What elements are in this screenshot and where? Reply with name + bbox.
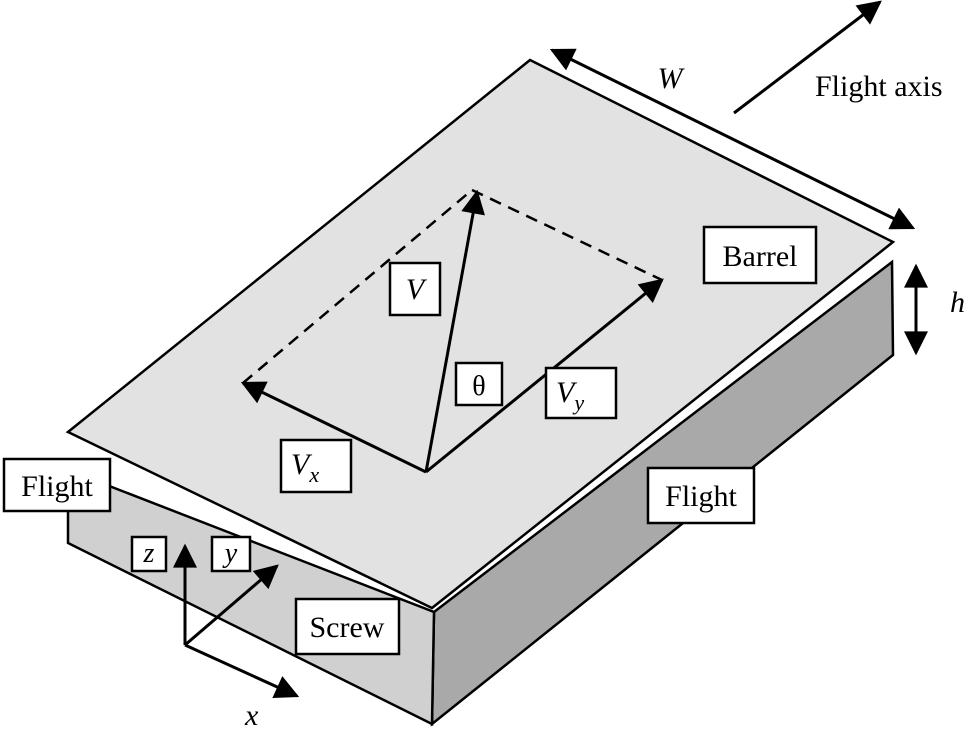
flight-right-label-box: Flight: [646, 466, 756, 525]
velocity-dashed-right: [471, 188, 663, 282]
velocity-x-label: Vx: [291, 448, 319, 487]
angle-label: θ: [472, 371, 485, 402]
axis-x-label: x: [244, 699, 259, 732]
velocity-x-label-box: Vx: [279, 438, 353, 494]
screw-label: Screw: [310, 611, 385, 644]
velocity-vector-v: [424, 189, 485, 473]
velocity-y-label: Vy: [556, 376, 584, 415]
screw-label-box: Screw: [294, 597, 401, 656]
velocity-y-subscript: y: [572, 390, 584, 415]
barrel-label-box: Barrel: [702, 225, 818, 285]
velocity-y-label-box: Vy: [544, 366, 618, 420]
channel-front-face: [66, 468, 436, 726]
axis-y-label-box: y: [210, 535, 252, 573]
height-label: h: [950, 286, 965, 319]
width-dimension-arrow: [549, 48, 916, 230]
axis-y-arrow: [184, 564, 279, 647]
angle-label-box: θ: [454, 361, 504, 407]
axis-z-label: z: [143, 538, 155, 569]
barrel-label: Barrel: [723, 240, 798, 273]
flight-left-label-box: Flight: [2, 457, 112, 513]
velocity-vector-vx: [240, 381, 427, 474]
velocity-x-subscript: x: [308, 462, 319, 487]
flight-axis-arrow: [733, 0, 882, 115]
flight-right-label: Flight: [665, 480, 737, 513]
axis-z-label-box: z: [130, 535, 168, 573]
width-label: W: [658, 62, 686, 95]
axis-x-arrow: [184, 643, 300, 698]
velocity-label-box: V: [388, 261, 442, 317]
axis-y-label: y: [222, 538, 238, 569]
flight-left-label: Flight: [21, 470, 93, 503]
flight-axis-label: Flight axis: [815, 70, 943, 103]
velocity-y-main: V: [556, 376, 578, 409]
velocity-x-main: V: [291, 448, 313, 481]
velocity-dashed-top: [242, 189, 473, 384]
velocity-label: V: [406, 273, 428, 306]
velocity-vector-vy: [425, 278, 664, 474]
